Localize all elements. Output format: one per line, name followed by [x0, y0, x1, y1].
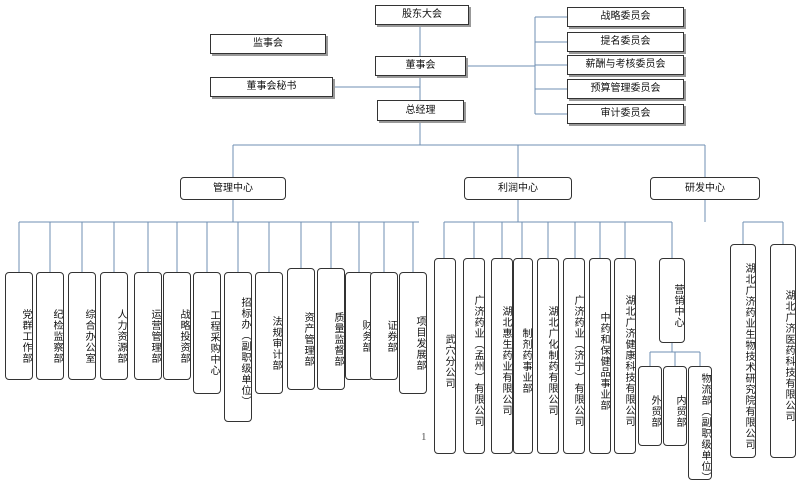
unit-jining: 广济药业（济宁）有限公司: [563, 258, 585, 454]
dept-legal-audit: 法规审计部: [255, 272, 283, 394]
audit-committee-box: 审计委员会: [567, 104, 684, 124]
dept-quality-supervision: 质量监督部: [317, 268, 345, 390]
rd-center-box: 研发中心: [650, 177, 760, 200]
dept-domestic-trade: 内贸部: [663, 366, 687, 446]
shareholders-box: 股东大会: [375, 5, 469, 25]
gm-box: 总经理: [377, 100, 464, 121]
dept-project-development: 项目发展部: [399, 272, 427, 394]
board-box: 董事会: [375, 56, 466, 76]
dept-engineering-procurement: 工程采购中心: [193, 272, 221, 394]
unit-guanghua: 湖北广化制药有限公司: [537, 258, 559, 454]
dept-logistics: 物流部（副职级单位）: [688, 366, 712, 480]
secretary-box: 董事会秘书: [210, 77, 333, 97]
management-center-box: 管理中心: [180, 177, 286, 200]
dept-strategic-investment: 战略投资部: [163, 272, 191, 380]
budget-committee-box: 预算管理委员会: [567, 79, 684, 99]
profit-center-box: 利润中心: [464, 177, 572, 200]
unit-pharma-tech: 湖北广济医药科技有限公司: [770, 244, 796, 458]
unit-mengzhou: 广济药业（孟州）有限公司: [463, 258, 485, 454]
unit-tcm-health: 中药和保健品事业部: [589, 258, 611, 454]
dept-discipline: 纪检监察部: [36, 272, 64, 380]
dept-operations: 运营管理部: [134, 272, 162, 380]
dept-asset-management: 资产管理部: [287, 268, 315, 390]
unit-biotech-institute: 湖北广济药业生物技术研究院有限公司: [730, 244, 756, 458]
dept-foreign-trade: 外贸部: [638, 366, 662, 446]
supervisors-box: 监事会: [210, 34, 326, 54]
dept-party-affairs: 党群工作部: [5, 272, 33, 380]
unit-preparation: 制剂药事业部: [513, 258, 533, 454]
remuneration-committee-box: 薪酬与考核委员会: [567, 55, 684, 75]
strategy-committee-box: 战略委员会: [567, 7, 684, 27]
sales-center-box: 营销中心: [659, 258, 685, 343]
dept-securities: 证券部: [370, 272, 398, 380]
unit-huisheng: 湖北惠生药业有限公司: [491, 258, 513, 454]
dept-bidding-office: 招标办（副职级单位）: [224, 272, 252, 422]
page-number: 1: [421, 431, 427, 443]
unit-health-tech: 湖北广济健康科技有限公司: [614, 258, 636, 454]
dept-general-office: 综合办公室: [68, 272, 96, 380]
dept-hr: 人力资源部: [100, 272, 128, 380]
unit-wuxue-branch: 武穴分公司: [434, 258, 456, 454]
nomination-committee-box: 提名委员会: [567, 32, 684, 52]
dept-finance: 财务部: [345, 272, 373, 380]
